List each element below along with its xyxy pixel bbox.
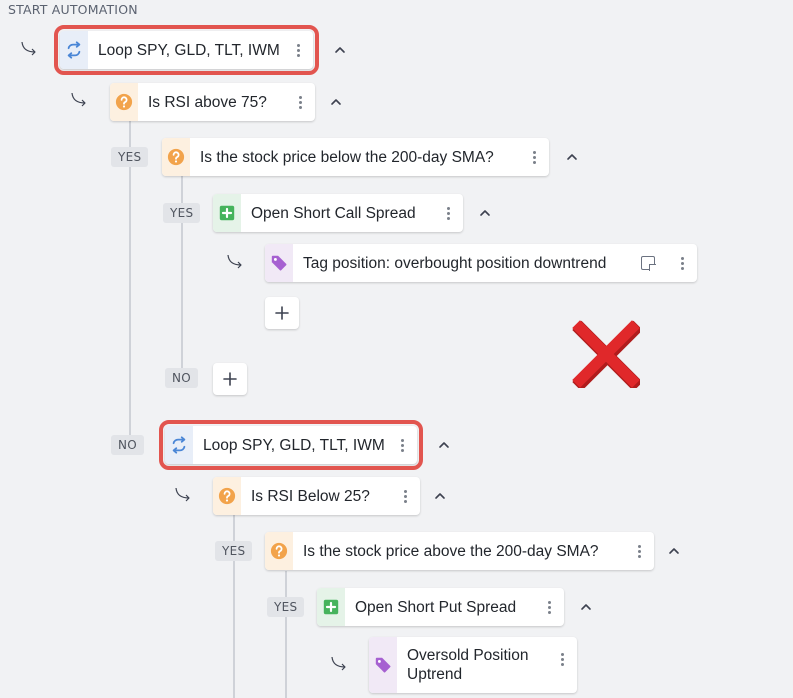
node-label: Open Short Put Spread [355,598,517,616]
add-step-button[interactable] [265,297,299,329]
chevron-up-icon[interactable] [579,600,593,614]
kebab-menu-icon[interactable] [527,149,541,166]
branch-line [285,571,287,698]
no-badge: NO [165,368,199,388]
yes-badge: YES [267,597,305,617]
branch-line [181,176,183,368]
add-step-button[interactable] [213,363,247,395]
node-label: Is RSI above 75? [148,93,267,111]
plus-square-icon [218,204,236,222]
kebab-menu-icon[interactable] [398,488,412,505]
kebab-menu-icon[interactable] [555,651,569,668]
node-label: Is the stock price above the 200-day SMA… [303,542,599,560]
condition-node[interactable]: Is RSI Below 25? [213,477,420,515]
branch-arrow-icon [70,91,88,107]
node-label: Loop SPY, GLD, TLT, IWM [203,436,385,454]
action-icon-box [213,194,241,232]
plus-icon [222,371,238,387]
question-icon [167,148,185,166]
branch-line [129,120,131,440]
note-icon[interactable] [641,256,656,271]
chevron-up-icon[interactable] [478,206,492,220]
plus-icon [274,305,290,321]
branch-arrow-icon [20,40,38,56]
tag-node[interactable]: Tag position: overbought position downtr… [265,244,697,282]
node-label: Oversold Position Uptrend [407,647,529,683]
kebab-menu-icon[interactable] [542,599,556,616]
question-icon [115,93,133,111]
chevron-up-icon[interactable] [329,95,343,109]
question-icon-box [162,138,190,176]
kebab-menu-icon[interactable] [291,42,305,59]
chevron-up-icon[interactable] [565,150,579,164]
tag-icon [374,656,392,674]
x-mark-icon [572,320,640,388]
kebab-menu-icon[interactable] [441,205,455,222]
node-label: Is the stock price below the 200-day SMA… [200,148,494,166]
question-icon-box [110,83,138,121]
chevron-up-icon[interactable] [333,43,347,57]
action-node[interactable]: Open Short Put Spread [317,588,564,626]
node-label: Loop SPY, GLD, TLT, IWM [98,41,280,59]
tag-icon-box [369,637,397,693]
action-icon-box [317,588,345,626]
branch-line [233,515,235,698]
plus-square-icon [322,598,340,616]
condition-node[interactable]: Is the stock price above the 200-day SMA… [265,532,654,570]
tag-icon [270,254,288,272]
condition-node[interactable]: Is RSI above 75? [110,83,315,121]
start-automation-label: START AUTOMATION [8,2,138,17]
node-label: Open Short Call Spread [251,204,416,222]
question-icon [270,542,288,560]
loop-node[interactable]: Loop SPY, GLD, TLT, IWM [159,420,423,470]
chevron-up-icon[interactable] [437,438,451,452]
loop-icon [170,436,188,454]
yes-badge: YES [215,541,253,561]
yes-badge: YES [111,147,149,167]
question-icon [218,487,236,505]
branch-arrow-icon [174,486,192,502]
question-icon-box [213,477,241,515]
branch-arrow-icon [330,655,348,671]
chevron-up-icon[interactable] [433,489,447,503]
no-badge: NO [111,435,145,455]
chevron-up-icon[interactable] [667,544,681,558]
loop-icon [65,41,83,59]
action-node[interactable]: Open Short Call Spread [213,194,463,232]
yes-badge: YES [163,203,201,223]
loop-icon-box [165,426,193,464]
node-label: Tag position: overbought position downtr… [303,254,607,272]
loop-icon-box [60,31,88,69]
node-label: Is RSI Below 25? [251,487,370,505]
kebab-menu-icon[interactable] [395,437,409,454]
tag-icon-box [265,244,293,282]
condition-node[interactable]: Is the stock price below the 200-day SMA… [162,138,549,176]
kebab-menu-icon[interactable] [293,94,307,111]
loop-node[interactable]: Loop SPY, GLD, TLT, IWM [54,25,319,75]
branch-arrow-icon [226,253,244,269]
question-icon-box [265,532,293,570]
kebab-menu-icon[interactable] [675,255,689,272]
kebab-menu-icon[interactable] [632,543,646,560]
tag-node[interactable]: Oversold Position Uptrend [369,637,577,693]
